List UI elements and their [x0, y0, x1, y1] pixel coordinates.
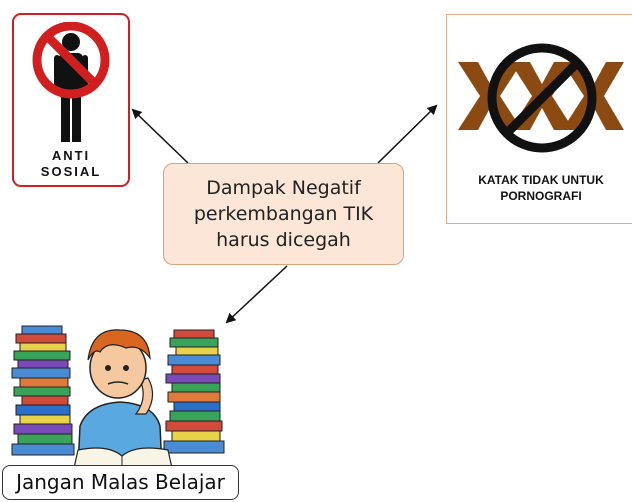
pornografi-caption: KATAK TIDAK UNTUK PORNOGRAFI	[450, 172, 632, 204]
center-line-1: Dampak Negatif	[206, 177, 361, 199]
anti-sosial-caption: ANTI SOSIAL	[12, 148, 130, 180]
no-person-icon	[32, 22, 110, 142]
arrow-to-anti-sosial	[131, 108, 189, 164]
anti-sosial-line-2: SOSIAL	[40, 164, 102, 179]
arrow-to-belajar	[225, 265, 288, 324]
center-topic-box: Dampak Negatif perkembangan TIK harus di…	[163, 163, 404, 265]
center-line-3: harus dicegah	[216, 229, 351, 251]
jangan-malas-belajar-label: Jangan Malas Belajar	[2, 465, 239, 500]
anti-sosial-line-1: ANTI	[51, 148, 91, 163]
pornografi-line-1: KATAK TIDAK UNTUK	[478, 173, 604, 187]
pornografi-line-2: PORNOGRAFI	[500, 189, 582, 203]
arrow-to-pornografi	[377, 104, 438, 164]
center-line-2: perkembangan TIK	[193, 203, 374, 225]
tired-student-illustration	[11, 325, 225, 468]
no-xxx-icon	[458, 43, 624, 153]
